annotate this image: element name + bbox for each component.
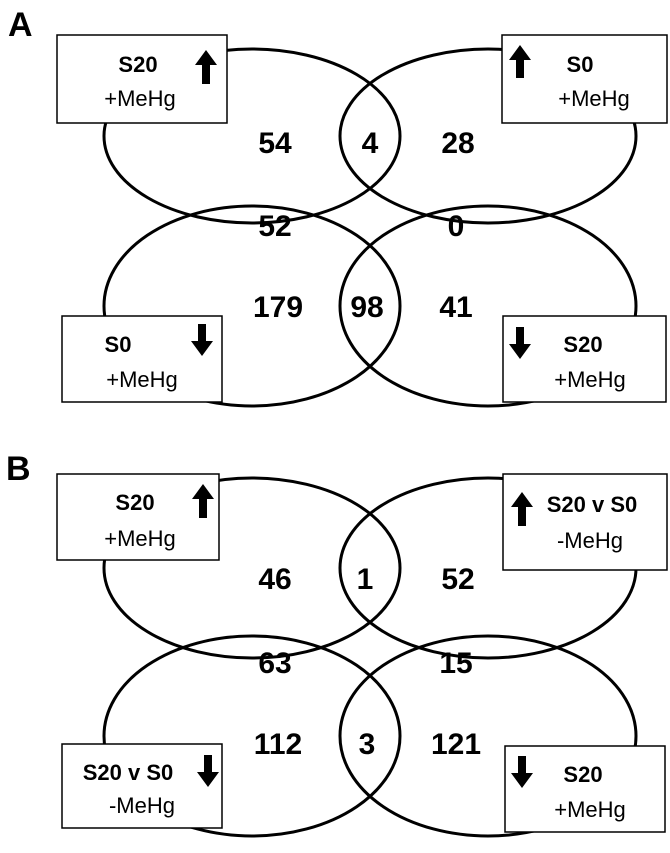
count-br-only: 41 — [439, 291, 472, 324]
count-tr-only: 52 — [441, 563, 474, 596]
label-box-top-left: S20 +MeHg — [56, 473, 220, 561]
ellipse-bottom-right — [338, 634, 638, 838]
box-line2: +MeHg — [558, 86, 630, 111]
label-box-bottom-left: S0 +MeHg — [61, 315, 223, 403]
arrow-down-icon — [191, 324, 213, 356]
arrow-down-icon — [509, 327, 531, 359]
label-box-bottom-left: S20 v S0 -MeHg — [61, 743, 223, 829]
ellipse-bottom-left — [102, 634, 402, 838]
count-bottom-center: 98 — [350, 291, 383, 324]
count-tr-only: 28 — [441, 127, 474, 160]
count-tl-only: 54 — [258, 127, 292, 160]
box-line2: +MeHg — [104, 86, 176, 111]
label-box-top-right: S20 v S0 -MeHg — [502, 473, 668, 571]
box-line1: S0 — [567, 52, 594, 77]
arrow-up-icon — [509, 45, 531, 78]
box-line2: +MeHg — [554, 367, 626, 392]
count-left-center: 63 — [258, 647, 291, 680]
panel-letter-b: B — [6, 450, 31, 488]
arrow-up-icon — [192, 484, 214, 518]
box-line1: S20 v S0 — [83, 760, 174, 785]
box-line1: S20 — [563, 762, 602, 787]
count-left-center: 52 — [258, 210, 291, 243]
box-line1: S20 — [118, 52, 157, 77]
panel-letter-a: A — [8, 6, 33, 44]
arrow-down-icon — [197, 755, 219, 787]
box-line2: +MeHg — [554, 797, 626, 822]
arrow-up-icon — [511, 492, 533, 526]
label-box-bottom-right: S20 +MeHg — [504, 745, 666, 833]
panel-a: A S20 +MeHg S0 +MeHg S0 +MeHg — [8, 6, 668, 408]
count-right-center: 0 — [448, 210, 465, 243]
count-tl-only: 46 — [258, 563, 291, 596]
count-bl-only: 179 — [253, 291, 303, 324]
label-box-top-right: S0 +MeHg — [501, 34, 668, 124]
count-br-only: 121 — [431, 728, 481, 761]
ellipse-top-left — [102, 47, 402, 225]
box-line2: +MeHg — [106, 367, 178, 392]
panel-b: B S20 +MeHg S20 v S0 -MeHg S20 v S0 -MeH… — [6, 450, 668, 838]
box-line1: S20 — [115, 490, 154, 515]
count-bl-only: 112 — [254, 728, 302, 761]
box-line1: S20 v S0 — [547, 492, 638, 517]
arrow-up-icon — [195, 50, 217, 84]
box-line2: -MeHg — [557, 528, 623, 553]
ellipse-top-right — [338, 47, 638, 225]
count-top-center: 1 — [357, 563, 374, 596]
ellipse-top-left — [102, 476, 402, 660]
ellipse-bottom-right — [338, 204, 638, 408]
count-top-center: 4 — [362, 127, 379, 160]
count-right-center: 15 — [439, 647, 472, 680]
label-box-bottom-right: S20 +MeHg — [502, 315, 667, 403]
box-line1: S0 — [105, 332, 132, 357]
box-line2: -MeHg — [109, 793, 175, 818]
box-line2: +MeHg — [104, 526, 176, 551]
count-bottom-center: 3 — [359, 728, 376, 761]
box-line1: S20 — [563, 332, 602, 357]
label-box-top-left: S20 +MeHg — [56, 34, 228, 124]
ellipse-bottom-left — [102, 204, 402, 408]
arrow-down-icon — [511, 756, 533, 788]
